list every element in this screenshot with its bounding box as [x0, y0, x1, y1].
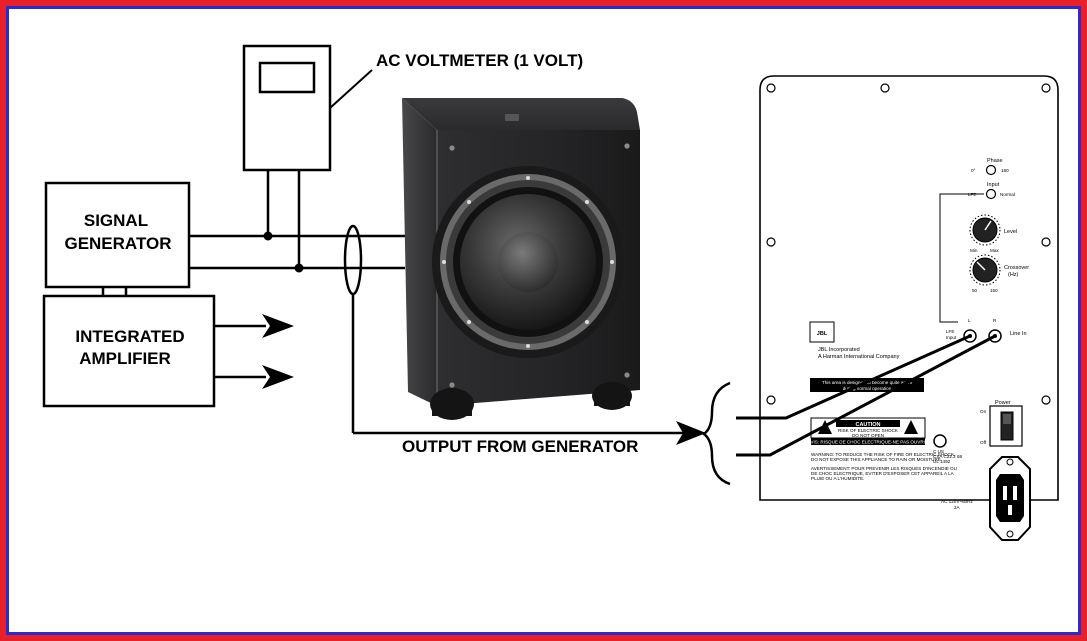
voltmeter-display: [258, 61, 316, 94]
inner-frame-blue: [6, 6, 1081, 635]
brand-logo: JBL: [817, 331, 828, 337]
channel-left-label: L: [968, 318, 971, 323]
input-label: Input: [987, 182, 1000, 188]
power-off-label: Off: [980, 440, 987, 445]
wire-brace: [701, 381, 731, 486]
caution-title: CAUTION: [855, 422, 880, 428]
cert-line1: C US: [933, 449, 944, 454]
brand-logo-box: [809, 321, 835, 343]
warning-line2: DO NOT EXPOSE THIS APPLIANCE TO RAIN OR …: [811, 457, 942, 462]
phase-value-0: 0°: [971, 168, 976, 173]
level-label: Level: [1004, 229, 1017, 235]
company-line1: JBL Incorporated: [818, 347, 860, 353]
power-label: Power: [995, 400, 1011, 406]
output-from-generator-label: OUTPUT FROM GENERATOR: [402, 437, 638, 456]
signal-generator-label-line1: SIGNAL: [84, 211, 148, 230]
ac-voltmeter: [242, 44, 373, 268]
crossover-min: 50: [972, 288, 978, 293]
level-max: Max: [990, 248, 999, 253]
caution-french: AVIS: RISQUE DE CHOC ELECTRIQUE-NE PAS O…: [808, 440, 929, 445]
input-value-lfe: LFE: [968, 192, 976, 197]
signal-generator-label-line2: GENERATOR: [64, 234, 171, 253]
warm-notice-line2: during normal operation: [843, 386, 892, 391]
certification-mark-icon: [933, 434, 947, 448]
warning-line1: WARNING: TO REDUCE THE RISK OF FIRE OR E…: [811, 452, 955, 457]
ac-rating-line1: AC 120V~60Hz: [941, 499, 973, 504]
voltmeter-label: AC VOLTMETER (1 VOLT): [376, 51, 583, 70]
amplifier-label-line2: AMPLIFIER: [79, 349, 171, 368]
level-min: Min: [970, 248, 978, 253]
lfe-input-label-1: LFE: [946, 329, 954, 334]
caution-line1: RISK OF ELECTRIC SHOCK: [838, 428, 899, 433]
rca-input-wires: [736, 334, 996, 457]
lightning-triangle-icon: [904, 420, 918, 434]
input-value-normal: Normal: [1000, 192, 1015, 197]
integrated-amplifier-box: [42, 294, 216, 408]
avertissement-line2: DE CHOC ELECTRIQUE, EVITER D'EXPOSER CET…: [811, 471, 955, 476]
company-line2: A Harman International Company: [818, 354, 900, 360]
crossover-unit: (Hz): [1008, 272, 1019, 278]
subwoofer-speaker: [402, 98, 640, 420]
generator-output-wires: [189, 231, 405, 273]
rear-panel: Phase 0° 180 Input LFE Normal Level Min …: [759, 75, 1059, 541]
crossover-max: 150: [990, 288, 998, 293]
channel-right-label: R: [993, 318, 997, 323]
caution-line2: DO NOT OPEN: [852, 433, 884, 438]
phase-switch[interactable]: [985, 164, 997, 176]
line-in-label: Line In: [1010, 331, 1027, 337]
avertissement-line3: PLUIE OU A L'HUMIDITE.: [811, 476, 864, 481]
voltmeter-leader-line: [329, 69, 373, 109]
crossover-label: Crossover: [1004, 265, 1029, 271]
cert-line2: CSA C22.2 68: [933, 454, 963, 459]
ac-rating-line2: 2A: [954, 505, 961, 510]
avertissement-line1: AVERTISSEMENT: POUR PREVENIR LES RISQUES…: [811, 466, 957, 471]
output-arrow: [351, 294, 706, 445]
power-on-label: On: [980, 409, 987, 414]
lfe-input-label-2: Input: [946, 335, 957, 340]
amplifier-output-arrows: [214, 314, 294, 389]
phase-label: Phase: [987, 158, 1003, 164]
amplifier-label-line1: INTEGRATED: [75, 327, 184, 346]
phase-value-180: 180: [1001, 168, 1009, 173]
cert-line3: UL 1492: [933, 459, 951, 464]
input-switch[interactable]: [985, 188, 997, 200]
